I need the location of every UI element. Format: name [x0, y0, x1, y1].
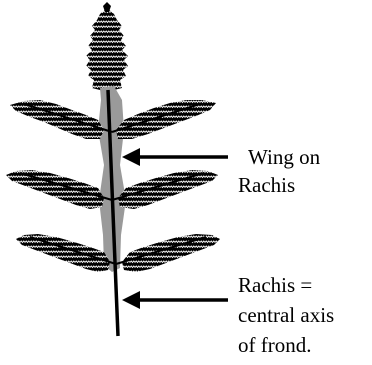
pinna-left-middle [6, 170, 104, 209]
rachis-label-line1: Rachis = [238, 273, 312, 297]
frond-apex [86, 2, 128, 96]
rachis-label-line2: central axis [238, 303, 334, 327]
pinna-left-lower [16, 234, 110, 272]
wing-label-line1: Wing on [248, 145, 321, 169]
rachis [106, 89, 120, 337]
pinna-right-upper [116, 100, 216, 139]
apex-tip [103, 2, 111, 12]
wing-label-line2: Rachis [238, 173, 295, 197]
rachis-arrow [122, 291, 228, 309]
pinna-midribs [19, 103, 207, 265]
rachis-label-line3: of frond. [238, 333, 311, 357]
wing-arrow [122, 148, 228, 166]
pinna-right-middle [118, 170, 218, 209]
pinna-left-upper [10, 100, 104, 139]
pinna-right-lower [122, 234, 220, 272]
apex-leaflets [86, 8, 128, 96]
